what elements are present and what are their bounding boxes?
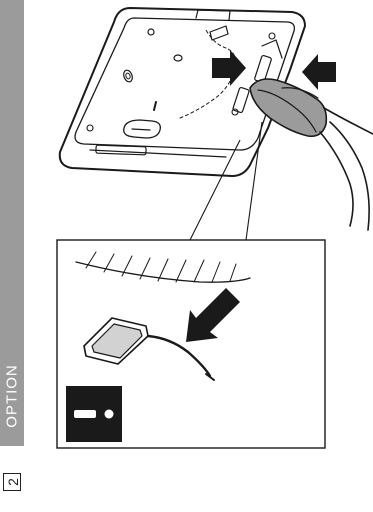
callout-lines	[189, 121, 263, 241]
side-tab: OPTION 2	[0, 0, 24, 512]
side-tab-bar	[0, 0, 24, 446]
pliers-icon	[249, 78, 373, 231]
push-arrow-icon	[186, 288, 240, 342]
push-arrow-icon	[212, 50, 246, 86]
sensor-module-icon	[0, 317, 215, 381]
housing-edge	[75, 251, 251, 283]
sensor-jumper-icon	[66, 386, 122, 442]
push-arrow-icon	[302, 54, 336, 90]
